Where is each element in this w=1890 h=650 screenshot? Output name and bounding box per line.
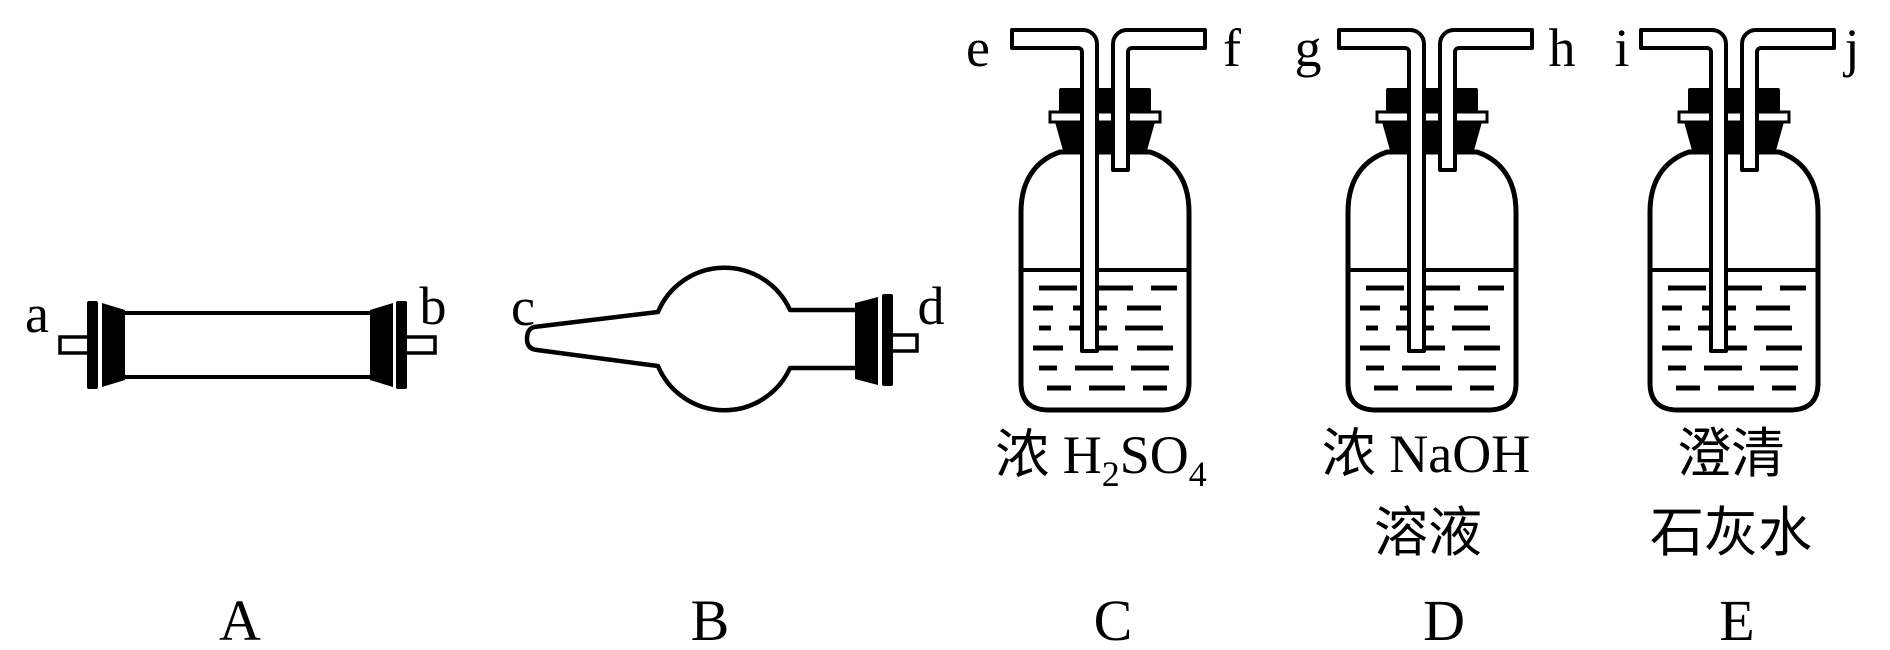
reagent-c-sub4: 4 [1189, 454, 1207, 494]
stopper-ring-d [882, 294, 893, 386]
port-label-j: j [1842, 18, 1859, 78]
stopper-ring-left [87, 301, 98, 389]
stopper-body-d [855, 297, 878, 385]
apparatus-a: a b A [25, 276, 446, 650]
bottle-c: e f 浓 H2SO4 C [966, 18, 1241, 650]
apparatus-b: c d B [511, 265, 945, 650]
side-tube-d [889, 333, 919, 353]
bulb-tube-body [524, 265, 861, 413]
port-label-g: g [1295, 18, 1322, 78]
stopper-ring-right [396, 301, 407, 389]
bottle-e: i j 澄清 石灰水 E [1614, 18, 1859, 650]
apparatus-letter-a: A [219, 588, 261, 650]
apparatus-letter-d: D [1423, 588, 1465, 650]
port-label-b: b [420, 276, 447, 336]
bottle-d-shape [1339, 30, 1532, 410]
glass-tube [121, 311, 374, 379]
reagent-c-mid: SO [1120, 425, 1189, 485]
reagent-c-prefix: 浓 H [995, 425, 1102, 485]
reagent-label-d-line2: 溶液 [1374, 503, 1482, 563]
reagent-label-c: 浓 H2SO4 [995, 425, 1207, 494]
port-label-d: d [918, 276, 945, 336]
reagent-c-sub2: 2 [1102, 454, 1120, 494]
apparatus-letter-e: E [1719, 588, 1754, 650]
port-label-e: e [966, 18, 990, 78]
port-label-i: i [1614, 18, 1629, 78]
port-label-f: f [1223, 18, 1241, 78]
stopper-body-right [370, 303, 393, 387]
port-label-h: h [1549, 18, 1576, 78]
bottle-d: g h 浓 NaOH 溶液 D [1295, 18, 1576, 650]
apparatus-letter-b: B [691, 588, 730, 650]
port-label-c: c [511, 277, 535, 337]
bottle-e-shape [1641, 30, 1834, 410]
bottle-c-shape [1012, 30, 1205, 410]
reagent-label-e-line2: 石灰水 [1650, 503, 1812, 563]
side-tube-a [58, 335, 92, 355]
port-label-a: a [25, 284, 49, 344]
reagent-label-e-line1: 澄清 [1677, 424, 1785, 484]
apparatus-letter-c: C [1094, 588, 1133, 650]
stopper-body-left [102, 303, 125, 387]
reagent-label-d-line1: 浓 NaOH [1322, 424, 1530, 484]
side-tube-b [403, 335, 437, 355]
